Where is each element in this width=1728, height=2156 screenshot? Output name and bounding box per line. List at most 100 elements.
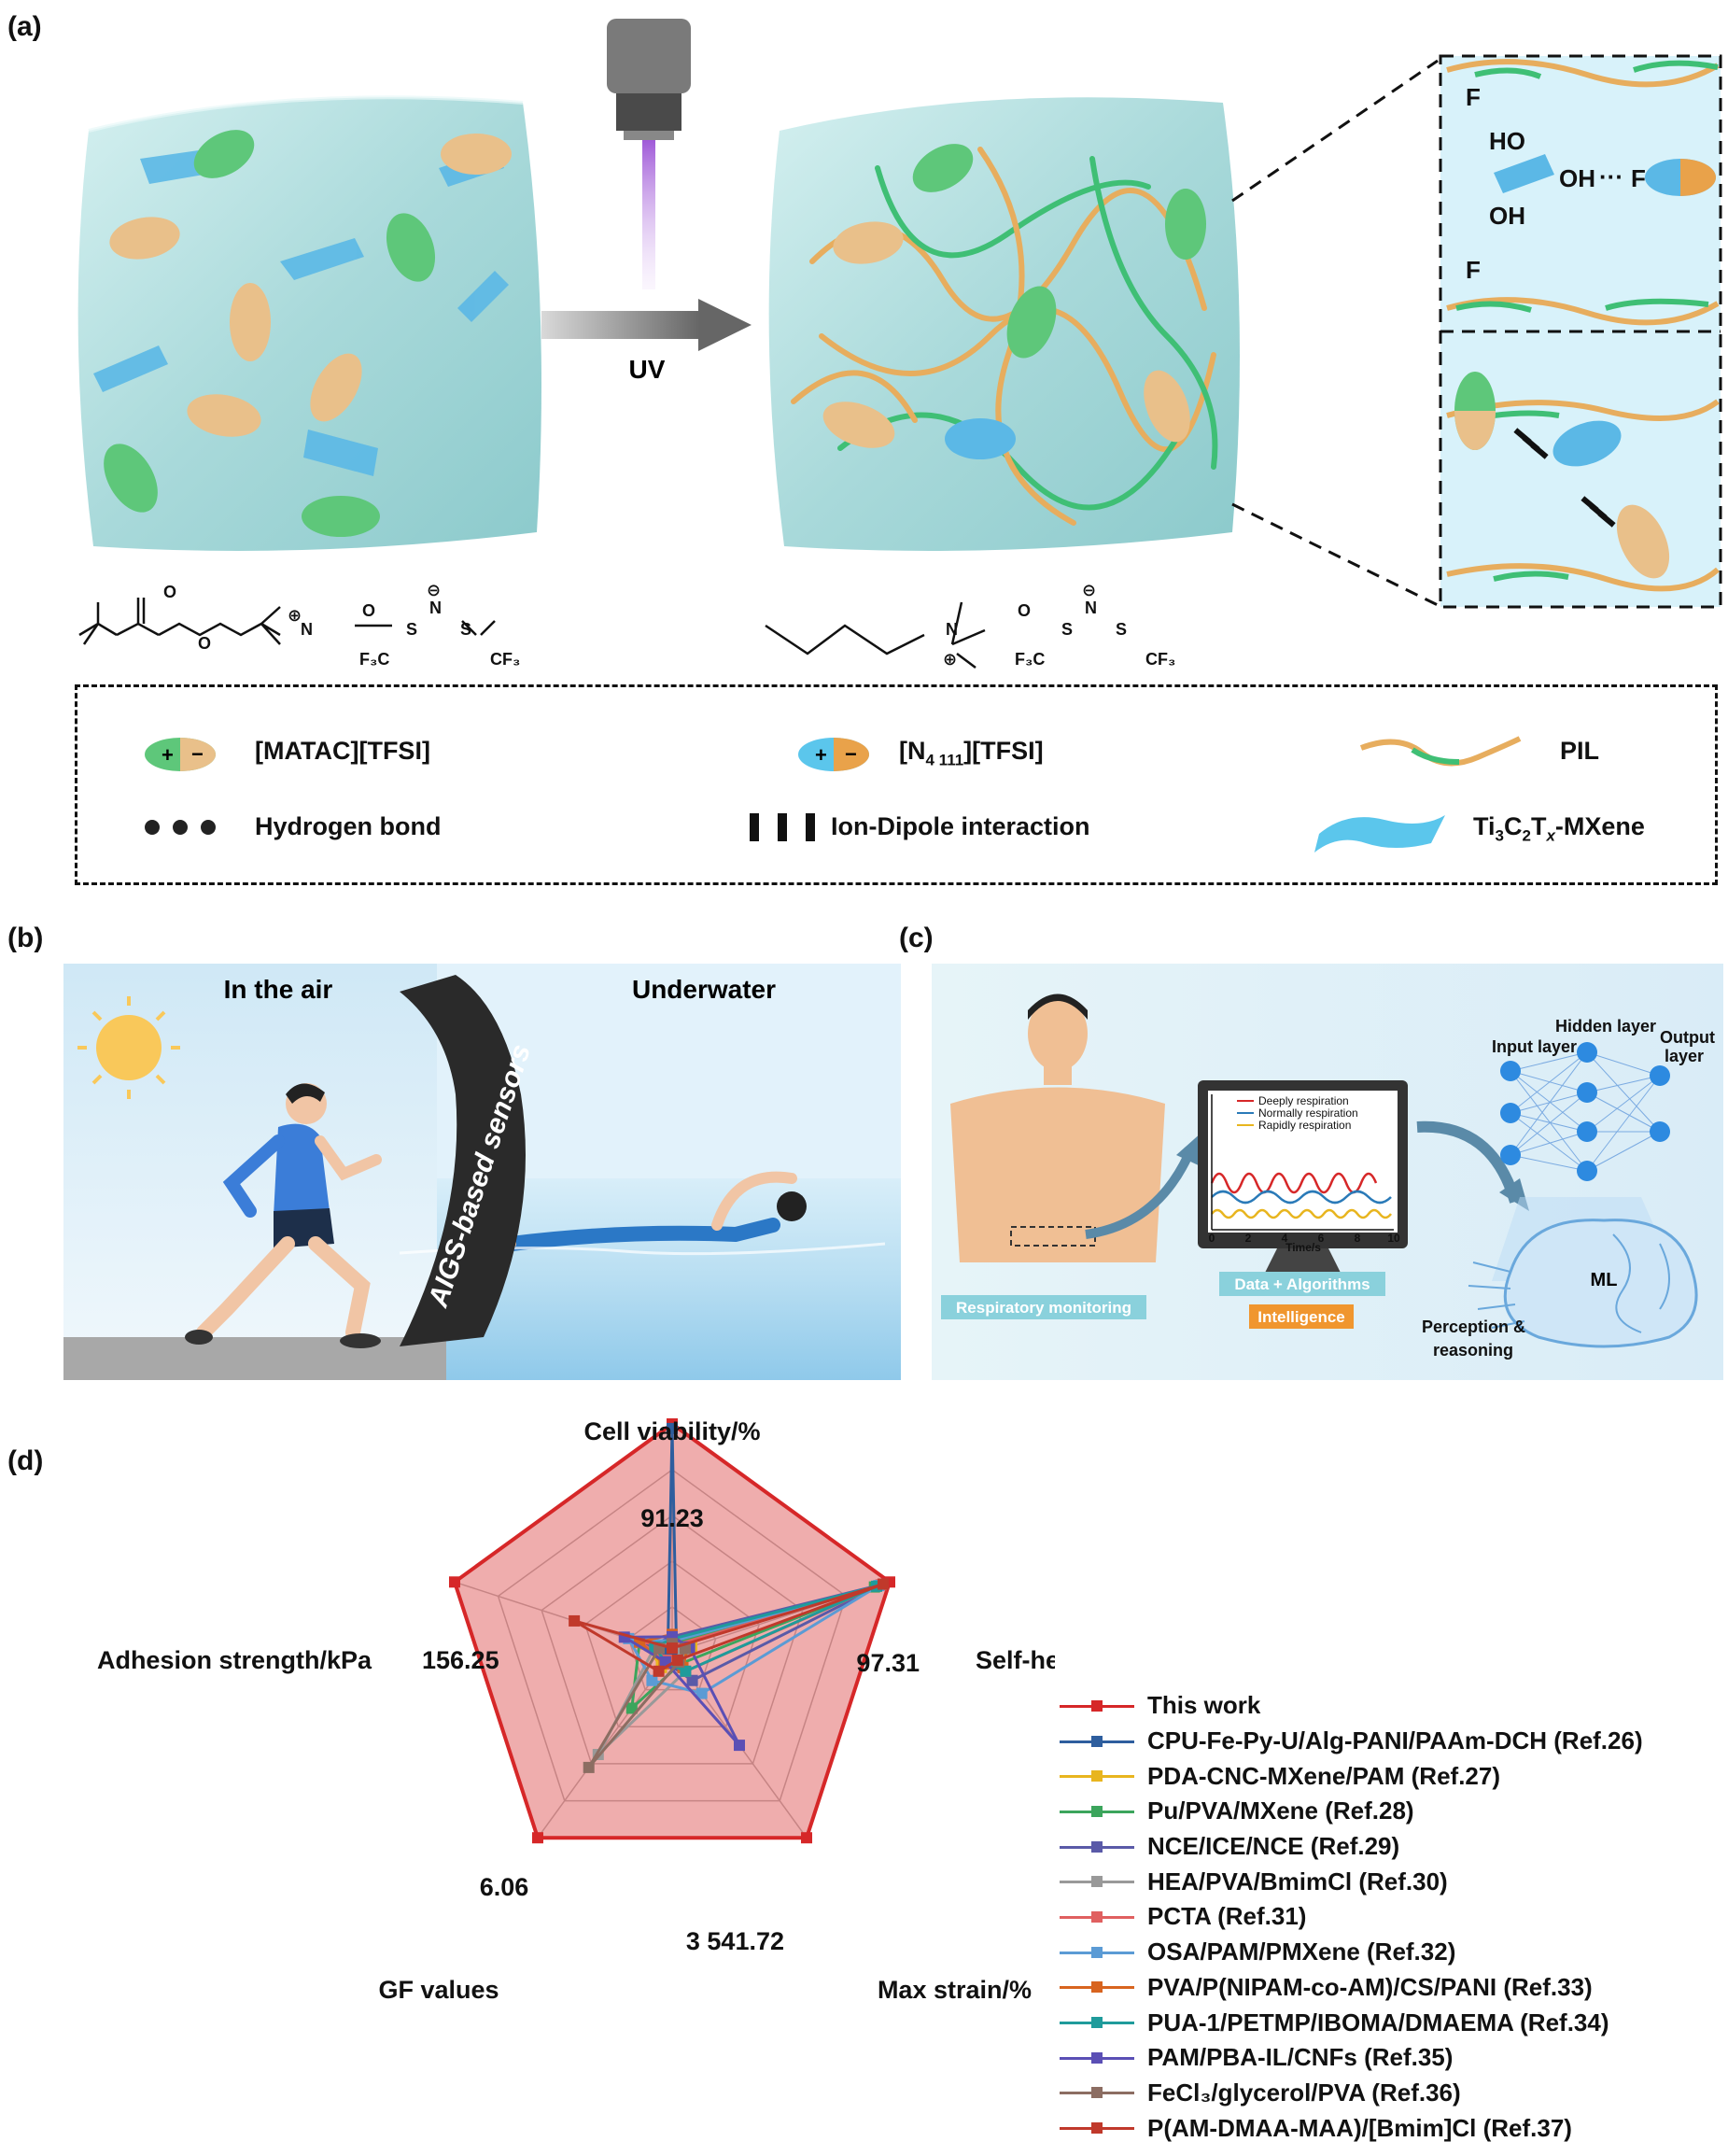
series-point-12-2 — [671, 1654, 683, 1666]
legend-label: FeCl₃/glycerol/PVA (Ref.36) — [1147, 2078, 1461, 2107]
legend-item: This work — [1060, 1688, 1722, 1724]
label-output-layer-2: layer — [1665, 1047, 1704, 1065]
brain-ml-icon — [1468, 1219, 1698, 1348]
legend-swatch — [1060, 2081, 1134, 2104]
series-point-4-2 — [686, 1674, 698, 1686]
legend-label: NCE/ICE/NCE (Ref.29) — [1147, 1832, 1400, 1861]
axis-label-0: Cell viability/% — [583, 1417, 760, 1445]
legend-item: PCTA (Ref.31) — [1060, 1899, 1722, 1935]
axis-label-4: Adhesion strength/kPa — [97, 1646, 372, 1674]
legend-label: CPU-Fe-Py-U/Alg-PANI/PAAm-DCH (Ref.26) — [1147, 1726, 1643, 1755]
chem-right-plus: ⊕ — [943, 650, 957, 669]
legend-swatch — [1060, 2011, 1134, 2034]
legend-item: FeCl₃/glycerol/PVA (Ref.36) — [1060, 2076, 1722, 2111]
atom-ho: HO — [1489, 127, 1525, 155]
legend-swatch — [1060, 2117, 1134, 2139]
series-point-12-4 — [569, 1614, 581, 1627]
runner-icon — [185, 1083, 382, 1348]
legend-label: PUA-1/PETMP/IBOMA/DMAEMA (Ref.34) — [1147, 2008, 1609, 2036]
monitor-icon — [1198, 1080, 1408, 1286]
chem-right-cf3-right: CF₃ — [1145, 650, 1175, 669]
monitor-tick-6: 6 — [1318, 1232, 1325, 1245]
series-point-11-3 — [583, 1761, 595, 1773]
panel-b-illustration: In the air Underwater AIGS-based sensors — [63, 964, 901, 1380]
series-point-12-1 — [878, 1578, 890, 1590]
label-hidden-layer: Hidden layer — [1555, 1017, 1656, 1036]
mxene-flake-icon — [1314, 815, 1445, 853]
legend-item: PVA/P(NIPAM-co-AM)/CS/PANI (Ref.33) — [1060, 1970, 1722, 2006]
panel-label-c: (c) — [899, 923, 934, 953]
series-line-ref-12 — [573, 1583, 884, 1673]
series-point-1-0 — [667, 1422, 678, 1434]
label-intelligence: Intelligence — [1257, 1308, 1345, 1326]
legend-item: PDA-CNC-MXene/PAM (Ref.27) — [1060, 1758, 1722, 1794]
label-respiratory: Respiratory monitoring — [956, 1299, 1131, 1317]
panel-c-illustration: Respiratory monitoring Deeply respiratio… — [932, 964, 1723, 1380]
chem-left-s1: S — [406, 620, 417, 639]
chem-left-plus: ⊕ — [288, 606, 302, 625]
matac-tfsi-structure — [78, 598, 496, 645]
chem-left-o: O — [362, 601, 375, 620]
atom-f-right: F — [1631, 164, 1646, 192]
schematic-legend: + − [MATAC][TFSI] + − [N4 111][TFSI] PIL… — [75, 684, 1718, 885]
legend-label: HEA/PVA/BmimCl (Ref.30) — [1147, 1867, 1448, 1895]
monitor-legend-deep: Deeply respiration — [1258, 1094, 1349, 1107]
value-label-2: 3 541.72 — [686, 1927, 784, 1955]
series-point-0-2 — [801, 1832, 813, 1844]
chem-left-o-ester: O — [198, 634, 211, 653]
uv-lamp-icon — [607, 19, 691, 289]
svg-text:−: − — [845, 742, 857, 766]
chem-right-anion-n: N — [1085, 599, 1097, 617]
chem-right-o: O — [1018, 601, 1031, 620]
legend-swatch — [1060, 2047, 1134, 2069]
chem-left-s2: S — [460, 620, 471, 639]
series-point-7-3 — [646, 1674, 658, 1686]
series-point-8-4 — [634, 1636, 646, 1648]
chem-right-s2: S — [1116, 620, 1127, 639]
legend-hbond: Hydrogen bond — [255, 812, 442, 840]
pil-chain-icon — [1359, 736, 1522, 767]
legend-label: P(AM-DMAA-MAA)/[Bmim]Cl (Ref.37) — [1147, 2113, 1572, 2142]
value-label-4: 156.25 — [422, 1646, 499, 1674]
matac-ion-icon: + − — [145, 738, 216, 771]
panel-label-d: (d) — [7, 1445, 44, 1476]
monitor-tick-10: 10 — [1387, 1232, 1400, 1245]
legend-swatch — [1060, 1730, 1134, 1753]
monitor-tick-4: 4 — [1282, 1232, 1288, 1245]
legend-label: PCTA (Ref.31) — [1147, 1902, 1307, 1931]
atom-oh-right: OH — [1559, 164, 1595, 192]
legend-swatch — [1060, 1906, 1134, 1928]
svg-text:−: − — [191, 742, 204, 766]
uv-label: UV — [629, 355, 666, 384]
atom-f-bottom: F — [1466, 256, 1481, 284]
legend-swatch — [1060, 1800, 1134, 1823]
interaction-zoom-box: F HO OH F OH F ··· — [1439, 54, 1722, 609]
value-label-1: 97.31 — [856, 1649, 920, 1677]
ion-dipole-bars-icon — [750, 813, 815, 841]
value-label-3: 6.06 — [480, 1873, 529, 1901]
panel-label-a: (a) — [7, 11, 42, 42]
legend-label: OSA/PAM/PMXene (Ref.32) — [1147, 1938, 1456, 1966]
legend-item: P(AM-DMAA-MAA)/[Bmim]Cl (Ref.37) — [1060, 2110, 1722, 2146]
legend-item: HEA/PVA/BmimCl (Ref.30) — [1060, 1864, 1722, 1899]
atom-oh-low: OH — [1489, 202, 1525, 230]
hydrogen-bond-dots-icon — [145, 820, 216, 835]
radar-grid-ring — [541, 1515, 804, 1765]
label-reasoning: reasoning — [1433, 1341, 1513, 1360]
n4111-tfsi-structure — [765, 601, 986, 669]
label-data-algorithms: Data + Algorithms — [1234, 1275, 1370, 1293]
label-output-layer-1: Output — [1660, 1028, 1715, 1047]
radar-grid-ring — [497, 1469, 848, 1802]
label-perception: Perception & — [1422, 1318, 1525, 1336]
legend-label: This work — [1147, 1691, 1261, 1720]
series-point-7-2 — [695, 1687, 708, 1699]
series-point-0-3 — [531, 1832, 543, 1844]
series-point-12-3 — [653, 1665, 665, 1677]
legend-item: PAM/PBA-IL/CNFs (Ref.35) — [1060, 2040, 1722, 2076]
chem-left-cf3-right: CF₃ — [490, 650, 520, 669]
series-point-0-4 — [448, 1576, 460, 1588]
legend-swatch — [1060, 1870, 1134, 1893]
legend-n4111: [N4 111][TFSI] — [899, 737, 1044, 769]
legend-matac: [MATAC][TFSI] — [255, 737, 430, 765]
monitor-legend-normal: Normally respiration — [1258, 1106, 1358, 1120]
